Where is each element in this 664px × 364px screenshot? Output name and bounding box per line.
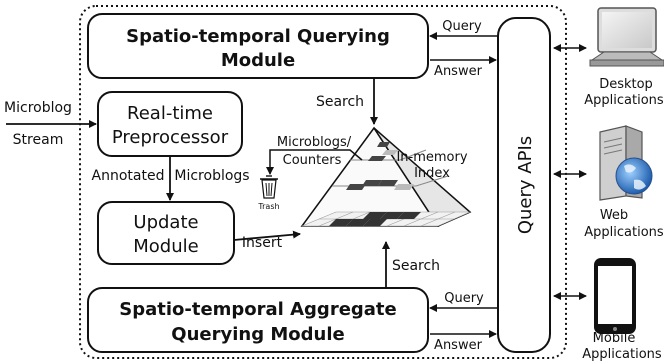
desktop-computer-icon: [589, 7, 664, 67]
query-top-label: Query: [442, 19, 482, 34]
in-memory-label-line2: Index: [414, 166, 450, 181]
trash-label: Trash: [257, 202, 279, 211]
microblogs-label: Microblogs: [174, 168, 249, 184]
search-top-label: Search: [316, 94, 364, 110]
desktop-label-line1: Desktop: [599, 77, 653, 92]
desktop-label-line2: Applications: [584, 93, 664, 108]
microblogs-counters-label-line1: Microblogs/: [277, 135, 352, 150]
querying-module-title-line1: Spatio-temporal Querying: [126, 26, 390, 47]
web-label-line2: Applications: [584, 225, 664, 240]
microblog-stream-label-line2: Stream: [13, 132, 64, 148]
query-apis-box: Query APIs: [497, 17, 551, 353]
spatio-temporal-querying-module: Spatio-temporal Querying Module: [87, 13, 429, 79]
search-bottom-label: Search: [392, 258, 440, 274]
real-time-preprocessor: Real-time Preprocessor: [97, 91, 243, 157]
spatio-temporal-aggregate-querying-module: Spatio-temporal Aggregate Querying Modul…: [87, 287, 429, 353]
update-module-title-line2: Module: [133, 236, 198, 257]
query-bottom-label: Query: [444, 291, 484, 306]
eviction-arrow: [266, 149, 363, 175]
mobile-label-line2: Applications: [582, 347, 662, 362]
update-module-title-line1: Update: [133, 212, 198, 233]
trash-icon: Trash: [257, 175, 280, 211]
microblog-stream-label-line1: Microblog: [4, 100, 72, 116]
annotated-label: Annotated: [92, 168, 165, 184]
web-server-globe-icon: [599, 125, 653, 201]
in-memory-index-pyramid: [300, 126, 472, 227]
insert-arrow: [233, 230, 301, 241]
query-apis-label: Query APIs: [515, 136, 536, 234]
aggregate-module-title-line1: Spatio-temporal Aggregate: [119, 299, 397, 320]
preprocessor-title-line2: Preprocessor: [112, 127, 229, 148]
mobile-label-line1: Mobile: [593, 331, 636, 346]
preprocessor-title-line1: Real-time: [127, 103, 213, 124]
update-module: Update Module: [97, 201, 235, 265]
system-boundary: [79, 5, 567, 359]
insert-label: Insert: [242, 235, 283, 251]
mobile-phone-icon: [594, 258, 636, 334]
answer-bottom-label: Answer: [434, 338, 483, 353]
microblogs-counters-label-line2: Counters: [283, 153, 342, 168]
in-memory-label-line1: In-memory: [396, 150, 467, 165]
answer-top-label: Answer: [434, 64, 483, 79]
web-label-line1: Web: [600, 208, 628, 223]
querying-module-title-line2: Module: [221, 50, 295, 71]
aggregate-module-title-line2: Querying Module: [171, 324, 344, 345]
